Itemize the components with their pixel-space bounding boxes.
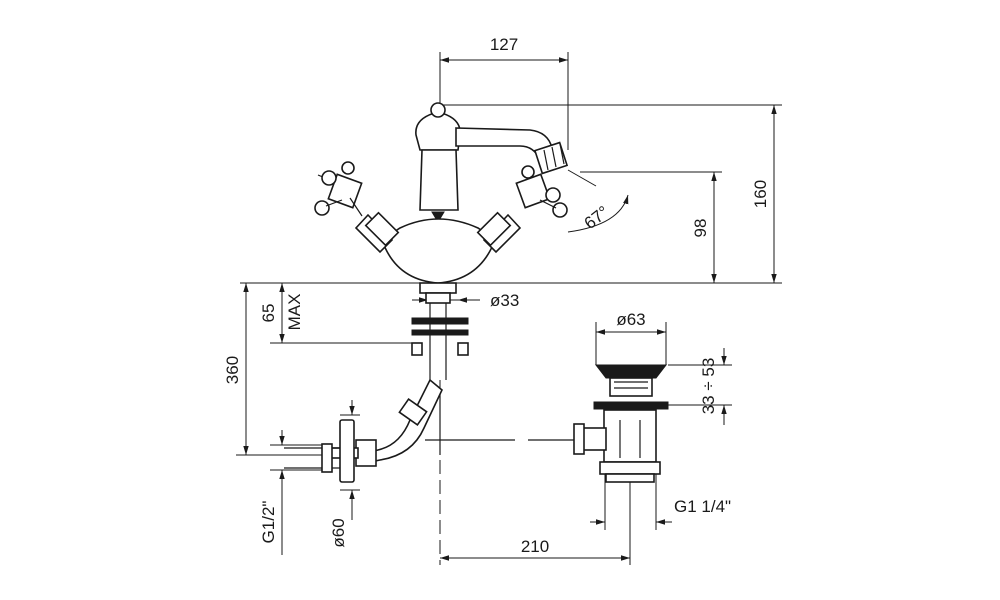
dim-rosette-diameter: ø60 xyxy=(329,518,348,547)
dim-spout-reach: 127 xyxy=(490,35,518,54)
dim-waste-thread: G1 1/4" xyxy=(674,497,731,516)
dim-waste-diameter: ø63 xyxy=(616,310,645,329)
dim-max-thickness: 65 xyxy=(259,304,278,323)
dim-flexible-length: 360 xyxy=(223,356,242,384)
dim-spout-height: 98 xyxy=(691,219,710,238)
dim-waste-range: 33 ÷ 53 xyxy=(699,358,718,415)
dimension-labels: 127 160 98 67° ø33 65 MAX 360 ø63 33 ÷ 5… xyxy=(223,35,770,556)
dim-centre-distance: 210 xyxy=(521,537,549,556)
dim-inlet-diameter: ø33 xyxy=(490,291,519,310)
flexible-hose xyxy=(284,378,443,483)
dim-max-label: MAX xyxy=(285,294,304,331)
dim-total-height: 160 xyxy=(751,180,770,208)
mixer-body xyxy=(314,102,569,284)
fixing-assembly xyxy=(411,282,575,455)
pop-up-waste xyxy=(573,364,669,483)
dim-inlet-thread: G1/2" xyxy=(259,501,278,544)
